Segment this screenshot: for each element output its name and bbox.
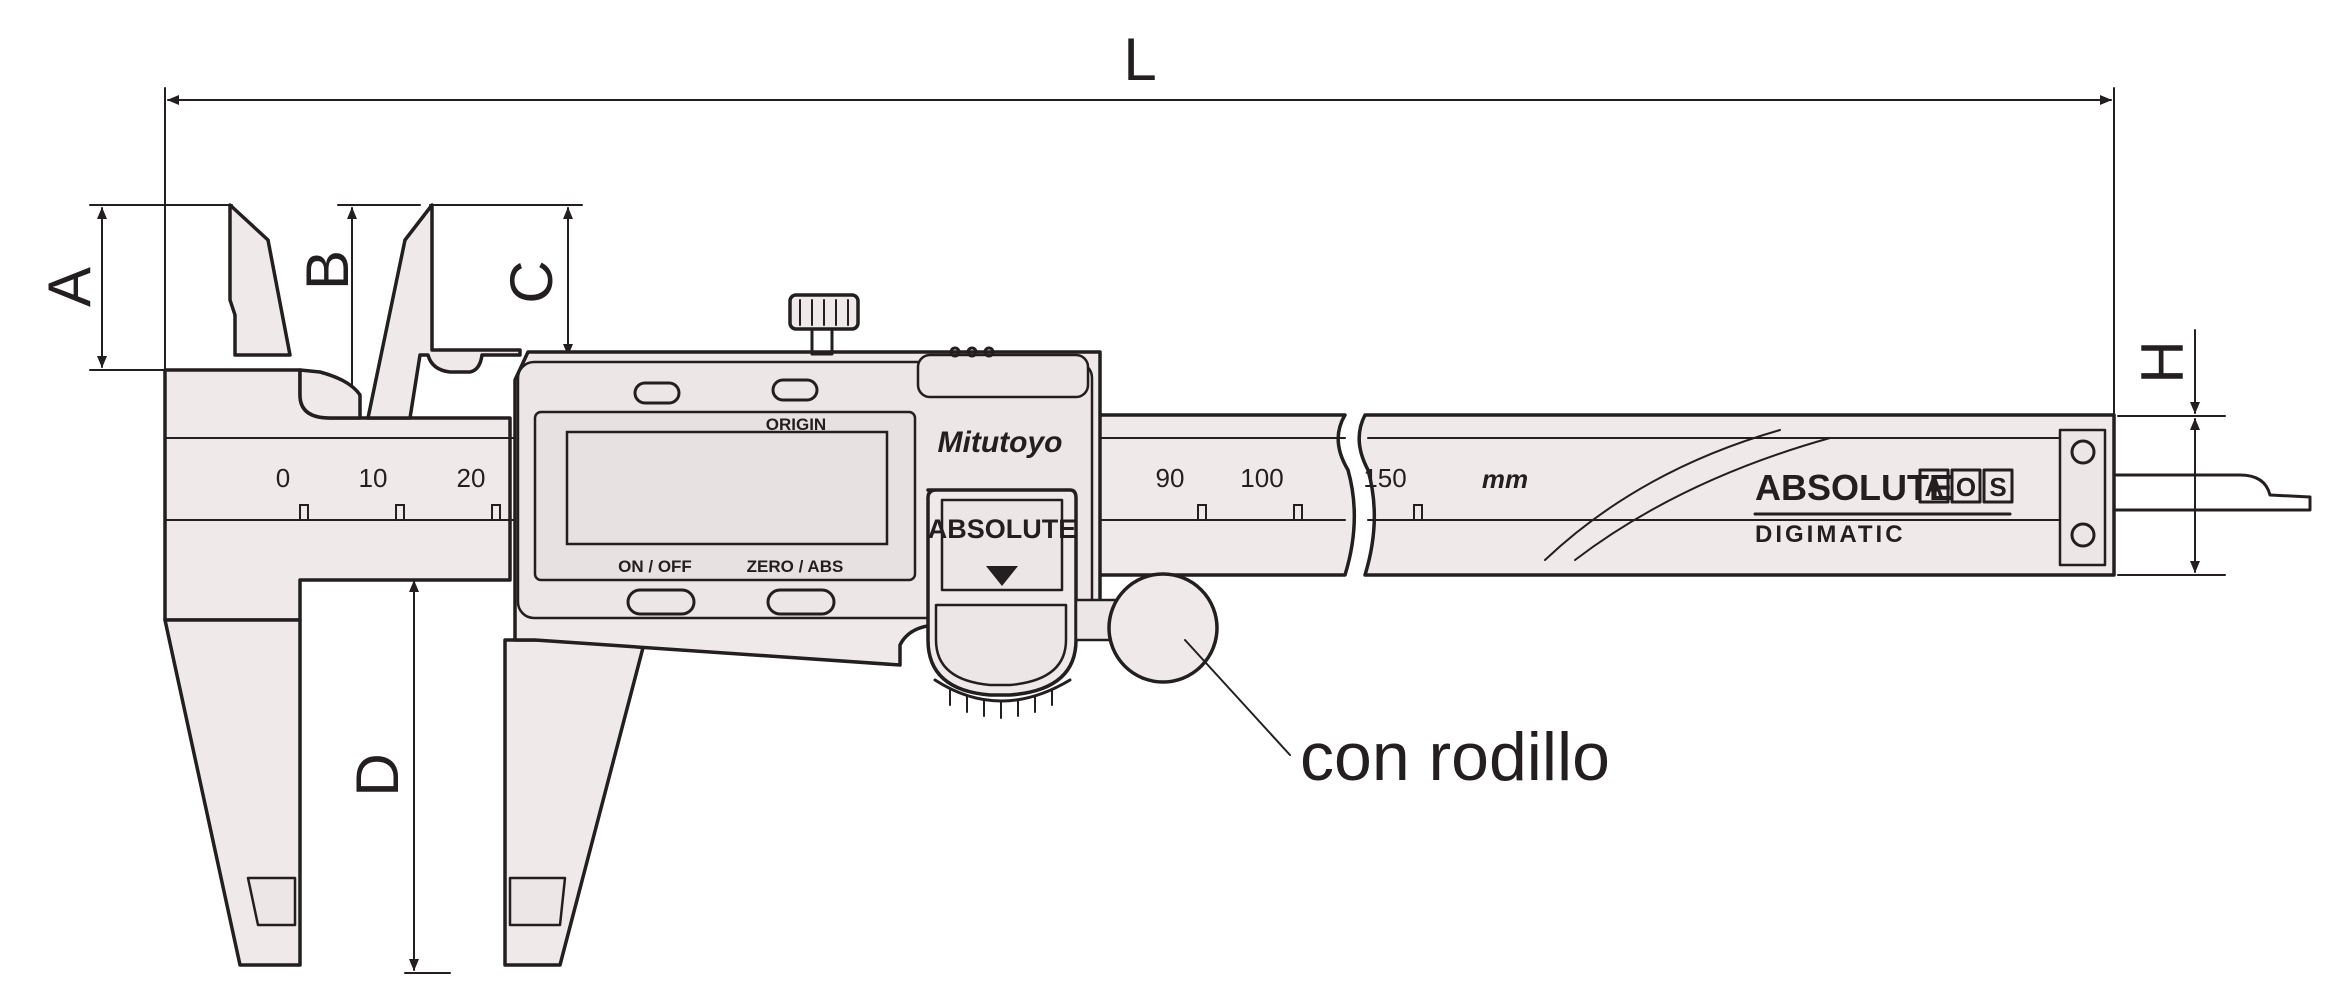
mitutoyo-logo: Mitutoyo bbox=[938, 426, 1063, 459]
slider-lower-jaw bbox=[503, 638, 647, 967]
scale: 0 10 20 90 100 150 mm bbox=[276, 463, 1528, 521]
scale-tick-label: 0 bbox=[276, 463, 290, 493]
dimension-label-C: C bbox=[498, 260, 565, 303]
dimension-label-L: L bbox=[1123, 26, 1156, 93]
slider-upper-jaw bbox=[366, 203, 522, 420]
scale-tick-label: 90 bbox=[1156, 463, 1185, 493]
scale-unit: mm bbox=[1482, 464, 1528, 494]
dimension-label-B: B bbox=[294, 250, 361, 290]
origin-button[interactable] bbox=[633, 381, 681, 405]
badge-letter: A bbox=[1925, 472, 1944, 502]
zero-abs-label: ZERO / ABS bbox=[747, 557, 844, 576]
slider-absolute-badge: ABSOLUTE bbox=[928, 514, 1077, 544]
origin-label: ORIGIN bbox=[766, 415, 826, 434]
dimension-H: H bbox=[2117, 329, 2226, 576]
scale-tick-label: 10 bbox=[359, 463, 388, 493]
roller-callout-label: con rodillo bbox=[1300, 719, 1610, 795]
roller: con rodillo bbox=[1107, 572, 1610, 795]
fixed-jaw bbox=[163, 203, 362, 967]
dimension-label-H: H bbox=[2129, 340, 2196, 383]
main-beam bbox=[163, 368, 2312, 622]
scale-tick-label: 20 bbox=[457, 463, 486, 493]
scale-tick-label: 100 bbox=[1240, 463, 1283, 493]
dimension-A: A bbox=[36, 204, 233, 371]
dimension-D: D bbox=[344, 577, 451, 974]
badge-letter: O bbox=[1956, 472, 1976, 502]
slider-body: ORIGIN ON / OFF ZERO / ABS Mitutoyo ABSO… bbox=[513, 293, 1122, 719]
digimatic-logo: DIGIMATIC bbox=[1755, 521, 1906, 548]
on-off-button[interactable] bbox=[626, 588, 696, 616]
dimension-L: L bbox=[164, 26, 2115, 421]
dimension-label-A: A bbox=[36, 267, 103, 307]
top-right-button[interactable] bbox=[771, 378, 819, 402]
dimension-C: C bbox=[429, 204, 583, 359]
scale-tick-label: 150 bbox=[1363, 463, 1406, 493]
zero-abs-button[interactable] bbox=[766, 588, 836, 616]
dimension-label-D: D bbox=[344, 753, 411, 796]
beam-branding: ABSOLUTE A O S DIGIMATIC bbox=[1753, 467, 2014, 548]
on-off-label: ON / OFF bbox=[618, 557, 692, 576]
badge-letter: S bbox=[1989, 472, 2006, 502]
